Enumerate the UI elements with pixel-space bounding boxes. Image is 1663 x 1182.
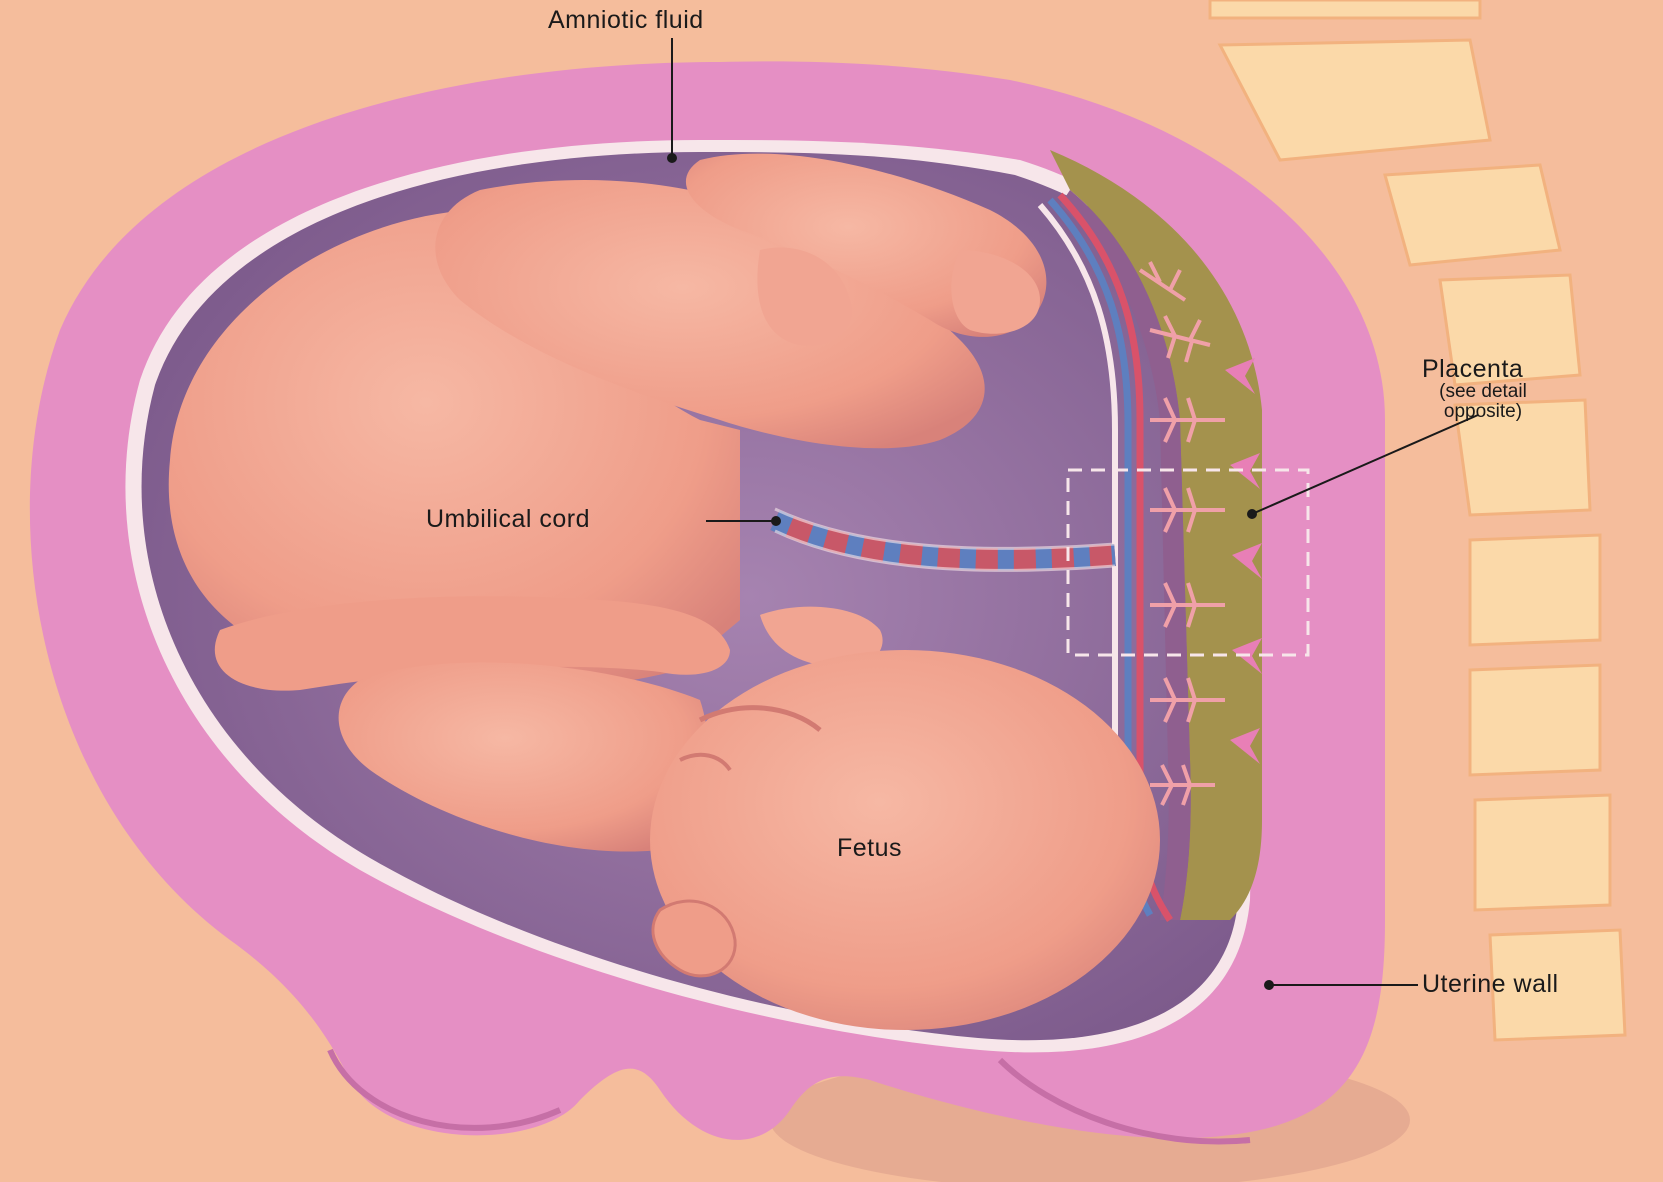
label-placenta-note: (see detail opposite) [1418, 382, 1548, 422]
label-placenta: Placenta [1422, 355, 1523, 384]
label-fetus: Fetus [837, 834, 902, 863]
label-uterine-wall: Uterine wall [1422, 970, 1559, 999]
placenta-note-line2: opposite) [1418, 402, 1548, 422]
label-amniotic-fluid: Amniotic fluid [548, 6, 704, 35]
placenta-note-line1: (see detail [1418, 382, 1548, 402]
label-umbilical-cord: Umbilical cord [426, 505, 590, 534]
